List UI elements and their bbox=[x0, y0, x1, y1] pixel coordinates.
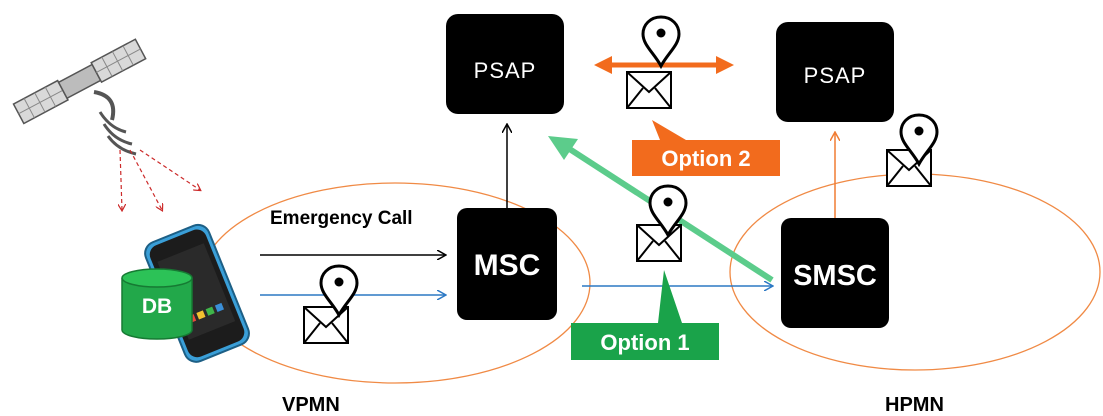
envelope-location-icon bbox=[303, 264, 359, 344]
phone-icon bbox=[144, 223, 250, 363]
smsc-node: SMSC bbox=[781, 218, 889, 328]
vpmn-label: VPMN bbox=[282, 394, 340, 416]
psap-left-node: PSAP bbox=[446, 14, 564, 114]
option2-label: Option 2 bbox=[661, 146, 750, 171]
option1-label: Option 1 bbox=[600, 330, 689, 355]
envelope-location-icon bbox=[886, 113, 939, 187]
hpmn-label: HPMN bbox=[885, 394, 944, 416]
option2-psap-transfer-arrow bbox=[594, 56, 734, 74]
psap-right-node: PSAP bbox=[776, 22, 894, 122]
msc-label: MSC bbox=[474, 249, 541, 282]
option1-callout: Option 1 bbox=[571, 270, 719, 360]
psap-left-label: PSAP bbox=[474, 58, 537, 83]
emergency-call-label: Emergency Call bbox=[270, 208, 413, 229]
option2-callout: Option 2 bbox=[632, 120, 780, 176]
msc-node: MSC bbox=[457, 208, 557, 320]
psap-right-label: PSAP bbox=[804, 63, 867, 88]
smsc-label: SMSC bbox=[793, 260, 877, 292]
db-cylinder: DB bbox=[121, 268, 193, 340]
db-label: DB bbox=[142, 295, 172, 318]
satellite-rays bbox=[120, 149, 200, 210]
satellite-icon bbox=[12, 38, 147, 156]
